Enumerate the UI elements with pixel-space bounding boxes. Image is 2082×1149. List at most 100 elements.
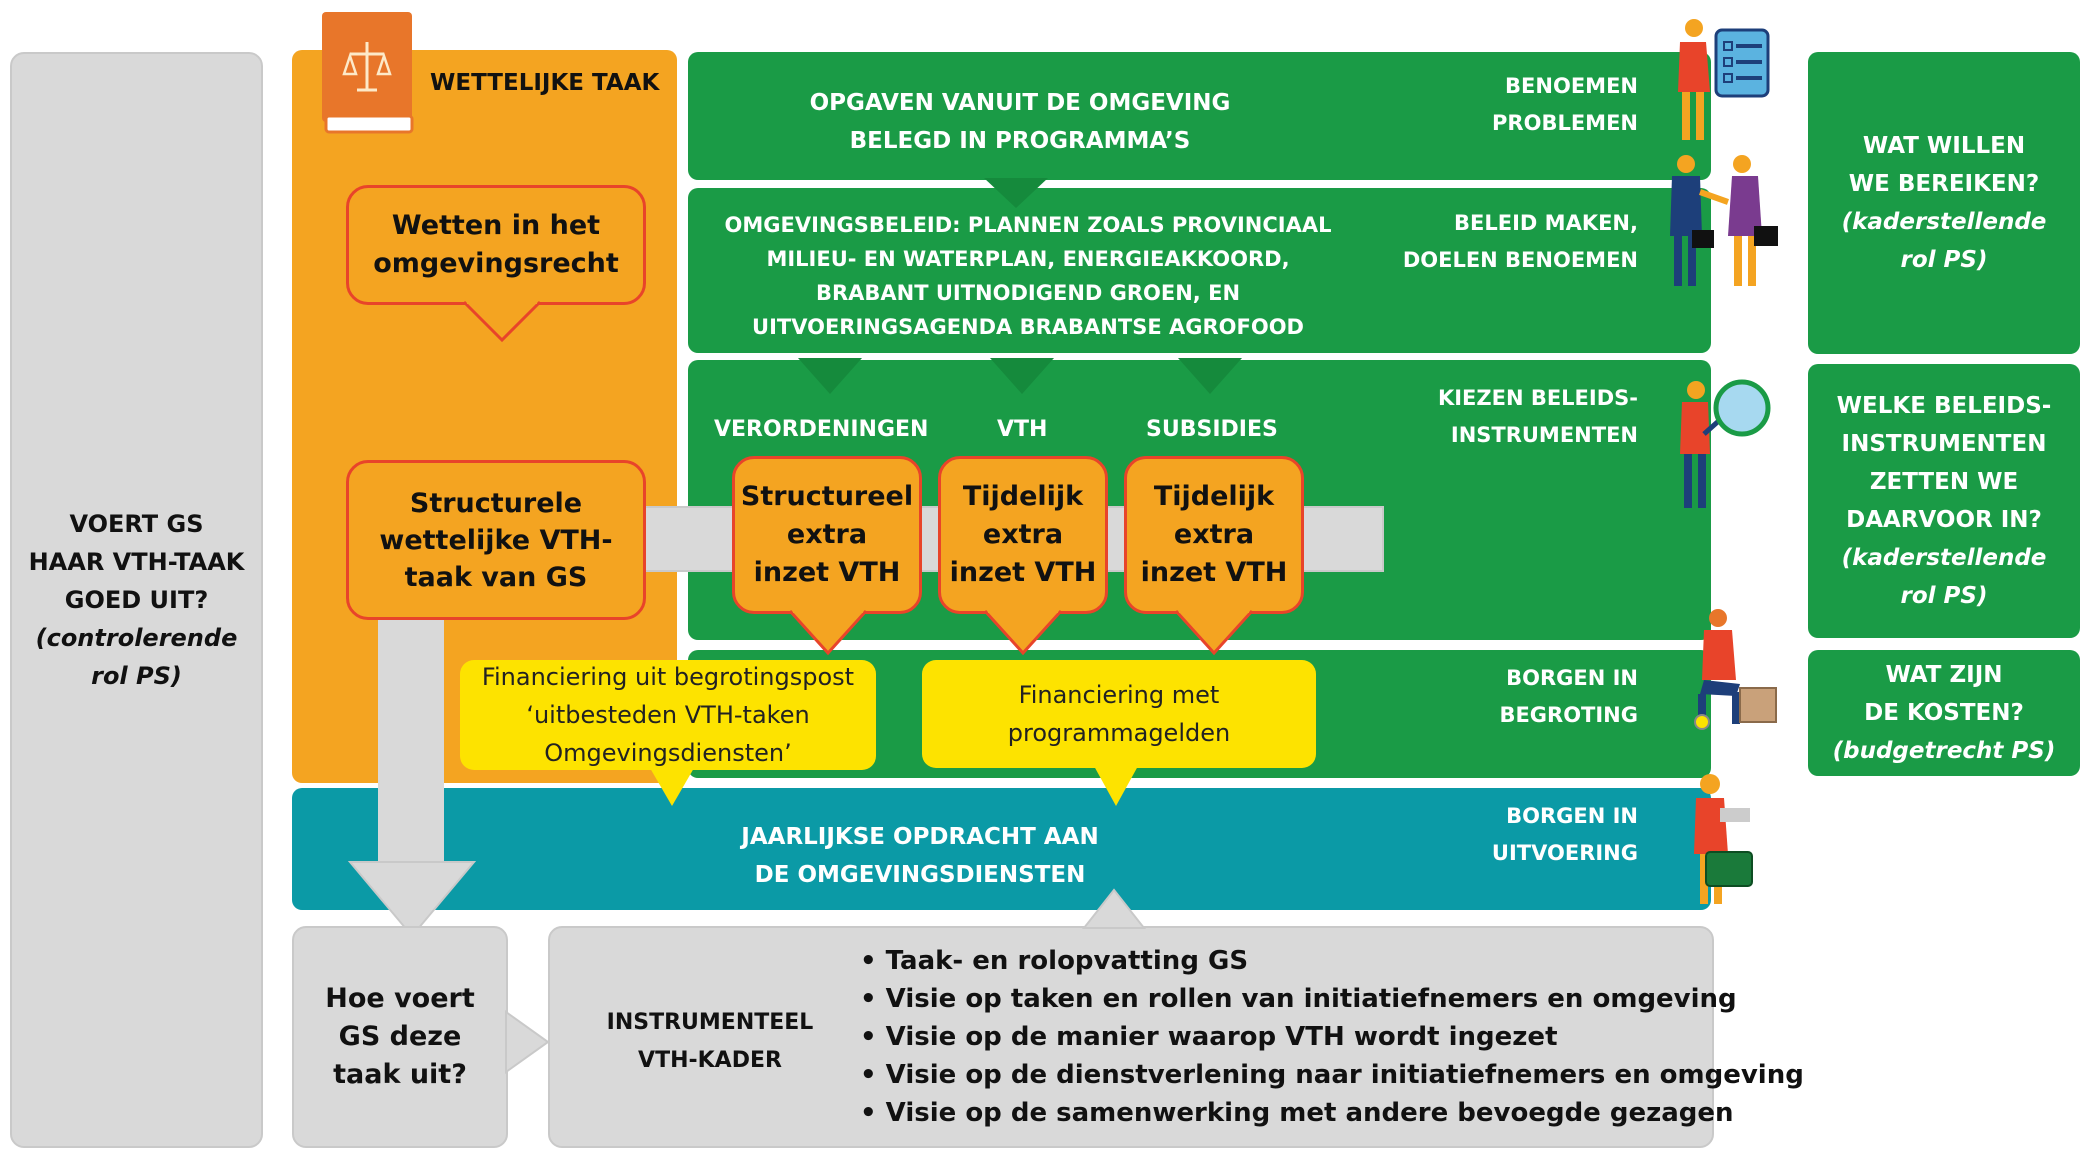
uitvoering-label2: UITVOERING <box>1491 841 1638 865</box>
instrument-bubble-3: Tijdelijk extra inzet VTH <box>1124 456 1304 614</box>
financiering-begroting-box: Financiering uit begrotingspost ‘uitbest… <box>460 660 876 770</box>
instrument-bubble-2-pointer <box>983 607 1063 656</box>
instrument-bubble-2-line3: inzet VTH <box>949 557 1097 588</box>
person-magnifier-icon <box>1670 378 1776 512</box>
instrument-bubble-2: Tijdelijk extra inzet VTH <box>938 456 1108 614</box>
opgaven-text: OPGAVEN VANUIT DE OMGEVING BELEGD IN PRO… <box>720 84 1320 160</box>
instrumenten-label2: INSTRUMENTEN <box>1450 423 1638 447</box>
right-box1-italic1: (kaderstellende <box>1841 209 2047 235</box>
right-box-kosten: WAT ZIJN DE KOSTEN? (budgetrecht PS) <box>1808 650 2080 776</box>
structurele-bubble-line2: wettelijke VTH- <box>379 524 613 556</box>
right-box3-italic1: (budgetrecht PS) <box>1832 738 2056 764</box>
wetten-bubble-pointer <box>462 298 542 343</box>
beleid-line4: UITVOERINGSAGENDA BRABANTSE AGROFOOD <box>752 315 1304 339</box>
instrument-bubble-1-pointer <box>788 607 868 656</box>
right-box2-italic1: (kaderstellende <box>1841 545 2047 571</box>
right-box2-line2: INSTRUMENTEN <box>1841 431 2047 457</box>
down-arrow-shaft <box>378 620 444 866</box>
fin1-line3: Omgevingsdiensten’ <box>544 739 792 767</box>
down-arrow-head <box>347 861 477 938</box>
wetten-bubble-line2: omgevingsrecht <box>373 248 619 279</box>
hoe-voert-gs-box: Hoe voert GS deze taak uit? <box>292 926 508 1148</box>
begroting-label1: BORGEN IN <box>1506 666 1638 690</box>
uitvoering-line2: DE OMGEVINGSDIENSTEN <box>754 862 1086 888</box>
beleid-label2: DOELEN BENOEMEN <box>1402 248 1638 272</box>
right-box2-line3: ZETTEN WE <box>1869 469 2019 495</box>
instrument-bubble-2-line1: Tijdelijk <box>962 481 1084 512</box>
left-column-line3: GOED UIT? <box>64 586 209 614</box>
kader-bullet-1: Taak- en rolopvatting GS <box>860 942 1804 980</box>
beleid-line2: MILIEU- EN WATERPLAN, ENERGIEAKKOORD, <box>766 247 1290 271</box>
right-box-instrumenten: WELKE BELEIDS- INSTRUMENTEN ZETTEN WE DA… <box>1808 364 2080 638</box>
right-box1-line1: WAT WILLEN <box>1862 133 2026 159</box>
fin2-line1: Financiering met <box>1018 681 1220 709</box>
uitvoering-label1: BORGEN IN <box>1506 804 1638 828</box>
instrument-bubble-1-line1: Structureel <box>740 481 914 512</box>
hoe-line2: GS deze <box>338 1021 462 1052</box>
hoe-line1: Hoe voert <box>325 983 475 1014</box>
wetten-bubble: Wetten in het omgevingsrecht <box>346 185 646 305</box>
instrument-bubble-3-pointer <box>1174 607 1254 656</box>
kader-bullet-5: Visie op de samenwerking met andere bevo… <box>860 1094 1804 1132</box>
uitvoering-line1: JAARLIJKSE OPDRACHT AAN <box>741 824 1099 850</box>
begroting-label2: BEGROTING <box>1499 703 1638 727</box>
fin2-pointer <box>1094 766 1138 806</box>
left-column-line1: VOERT GS <box>69 510 204 538</box>
structurele-bubble-line3: taak van GS <box>404 561 588 593</box>
beleid-line3: BRABANT UITNODIGEND GROEN, EN <box>815 281 1241 305</box>
instrument-bubble-3-line2: extra <box>1173 519 1255 550</box>
hoe-to-kader-arrow <box>505 1010 550 1074</box>
opgaven-label2: PROBLEMEN <box>1492 111 1638 135</box>
right-box1-italic2: rol PS) <box>1900 247 1988 273</box>
kader-bullet-4: Visie op de dienstverlening naar initiat… <box>860 1056 1804 1094</box>
fin1-line1: Financiering uit begrotingspost <box>481 663 855 691</box>
beleid-line1: OMGEVINGSBELEID: PLANNEN ZOALS PROVINCIA… <box>724 213 1332 237</box>
right-box3-line1: WAT ZIJN <box>1885 662 2003 688</box>
beleid-pointer-2 <box>990 358 1054 394</box>
opgaven-line2: BELEGD IN PROGRAMMA’S <box>849 128 1191 154</box>
kader-title: INSTRUMENTEEL VTH-KADER <box>580 1004 840 1080</box>
kader-line2: VTH-KADER <box>638 1048 782 1073</box>
beleid-pointer-1 <box>798 358 862 394</box>
instrument-bubble-2-line2: extra <box>982 519 1064 550</box>
person-briefcase-icon <box>1680 770 1780 910</box>
kader-bullet-list: Taak- en rolopvatting GS Visie op taken … <box>860 942 1804 1132</box>
fin1-line2: ‘uitbesteden VTH-taken <box>526 701 810 729</box>
right-box2-italic2: rol PS) <box>1900 583 1988 609</box>
opgaven-label: BENOEMEN PROBLEMEN <box>1330 68 1638 142</box>
instrument-bubble-1: Structureel extra inzet VTH <box>732 456 922 614</box>
instrument-bubble-1-line2: extra <box>786 519 868 550</box>
right-box2-line4: DAARVOOR IN? <box>1846 507 2042 533</box>
beleid-label: BELEID MAKEN, DOELEN BENOEMEN <box>1330 205 1638 279</box>
beleid-label1: BELEID MAKEN, <box>1454 211 1638 235</box>
instrument-bubble-1-line3: inzet VTH <box>753 557 901 588</box>
instrument-col-verordeningen: VERORDENINGEN <box>714 417 929 442</box>
right-box-doelen: WAT WILLEN WE BEREIKEN? (kaderstellende … <box>1808 52 2080 354</box>
wettelijke-taak-header: WETTELIJKE TAAK <box>430 70 660 96</box>
kader-bullet-3: Visie op de manier waarop VTH wordt inge… <box>860 1018 1804 1056</box>
right-box1-line2: WE BEREIKEN? <box>1848 171 2040 197</box>
instrument-bubble-3-line1: Tijdelijk <box>1153 481 1275 512</box>
instrument-bubble-3-line3: inzet VTH <box>1140 557 1288 588</box>
financiering-programma-box: Financiering met programmagelden <box>922 660 1316 768</box>
begroting-label: BORGEN IN BEGROTING <box>1330 660 1638 734</box>
kader-up-arrow <box>1081 888 1147 929</box>
kader-bullet-2: Visie op taken en rollen van initiatiefn… <box>860 980 1804 1018</box>
beleid-pointer-3 <box>1178 358 1242 394</box>
opgaven-label1: BENOEMEN <box>1505 74 1638 98</box>
wetten-bubble-line1: Wetten in het <box>391 210 601 241</box>
instrument-col-subsidies: SUBSIDIES <box>1146 417 1278 442</box>
person-sitting-calculator-icon <box>1680 606 1780 736</box>
opgaven-line1: OPGAVEN VANUIT DE OMGEVING <box>809 90 1231 116</box>
beleid-row <box>688 188 1711 353</box>
uitvoering-label: BORGEN IN UITVOERING <box>1330 798 1638 872</box>
structurele-bubble-line1: Structurele <box>409 487 583 519</box>
right-box2-line1: WELKE BELEIDS- <box>1836 393 2052 419</box>
right-box3-line2: DE KOSTEN? <box>1864 700 2024 726</box>
hoe-line3: taak uit? <box>333 1059 467 1090</box>
left-column-line2: HAAR VTH-TAAK <box>28 548 245 576</box>
beleid-text: OMGEVINGSBELEID: PLANNEN ZOALS PROVINCIA… <box>690 208 1366 344</box>
law-book-icon <box>322 12 414 134</box>
instrumenten-label: KIEZEN BELEIDS- INSTRUMENTEN <box>1330 380 1638 454</box>
opgaven-row <box>688 52 1711 180</box>
